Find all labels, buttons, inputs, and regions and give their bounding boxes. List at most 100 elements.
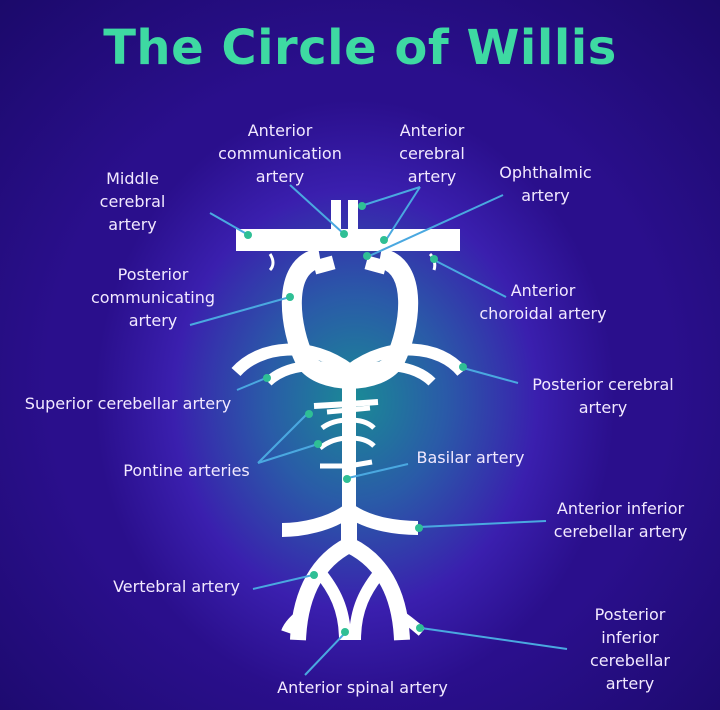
leader-vertebral bbox=[252, 574, 314, 590]
label-anterior-cerebral-artery: Anterior cerebral artery bbox=[382, 119, 482, 188]
label-line: Vertebral artery bbox=[113, 577, 240, 596]
label-line: artery bbox=[108, 215, 157, 234]
label-line: artery bbox=[128, 311, 178, 330]
label-ophthalmic-artery: Ophthalmic artery bbox=[488, 161, 603, 207]
aica-right bbox=[344, 504, 419, 535]
anterior-spinal-right bbox=[349, 566, 387, 641]
marker-aica bbox=[415, 524, 423, 532]
leader-lines bbox=[189, 184, 568, 676]
marker-anterior-cerebral-2 bbox=[380, 236, 388, 244]
leader-middle-cerebral bbox=[209, 212, 246, 234]
leader-anterior-choroidal bbox=[433, 259, 507, 298]
leader-pontine-1 bbox=[257, 412, 309, 464]
aica-left bbox=[281, 504, 354, 537]
label-line: choroidal artery bbox=[479, 304, 607, 323]
label-line: Anterior bbox=[247, 121, 313, 140]
superior-cerebellar-right bbox=[347, 361, 436, 386]
label-line: artery bbox=[255, 167, 305, 186]
marker-pica bbox=[416, 624, 424, 632]
leader-anterior-spinal bbox=[304, 632, 346, 676]
label-line: Superior cerebellar artery bbox=[24, 394, 232, 413]
label-pontine-arteries: Pontine arteries bbox=[114, 459, 259, 482]
leader-anterior-cerebral-2 bbox=[385, 186, 421, 241]
leader-anterior-communication bbox=[289, 184, 345, 235]
pontine-1 bbox=[313, 399, 379, 409]
pontine-3 bbox=[320, 417, 376, 431]
label-line: cerebral bbox=[399, 144, 465, 163]
label-anterior-spinal-artery: Anterior spinal artery bbox=[265, 676, 460, 699]
label-line: artery bbox=[578, 398, 628, 417]
leader-posterior-communicating bbox=[189, 296, 291, 326]
label-basilar-artery: Basilar artery bbox=[408, 446, 533, 469]
ica-right-stub bbox=[364, 255, 388, 275]
label-anterior-communication-artery: Anterior communication artery bbox=[205, 119, 355, 188]
label-superior-cerebellar-artery: Superior cerebellar artery bbox=[12, 392, 244, 415]
marker-middle-cerebral bbox=[244, 231, 252, 239]
label-vertebral-artery: Vertebral artery bbox=[104, 575, 249, 598]
label-line: cerebellar artery bbox=[553, 522, 688, 541]
label-line: Posterior bbox=[594, 605, 666, 624]
label-line: Ophthalmic bbox=[499, 163, 592, 182]
page-title: The Circle of Willis bbox=[103, 20, 617, 76]
marker-anterior-cerebral bbox=[358, 202, 366, 210]
marker-anterior-communication bbox=[340, 230, 348, 238]
superior-cerebellar-left bbox=[264, 361, 353, 386]
label-line: Anterior bbox=[399, 121, 465, 140]
label-line: artery bbox=[521, 186, 570, 205]
label-anterior-choroidal-artery: Anterior choroidal artery bbox=[468, 279, 618, 325]
leader-pica bbox=[420, 627, 568, 650]
label-line: artery bbox=[407, 167, 457, 186]
leader-anterior-cerebral-1 bbox=[363, 186, 421, 206]
leader-superior-cerebellar bbox=[236, 377, 267, 391]
marker-pontine-1 bbox=[305, 410, 313, 418]
leader-pontine-2 bbox=[257, 443, 319, 464]
label-posterior-communicating-artery: Posterior communicating artery bbox=[78, 263, 228, 332]
label-line: Posterior bbox=[117, 265, 189, 284]
pontine-2 bbox=[326, 405, 371, 415]
pontine-4 bbox=[318, 435, 376, 450]
anterior-cerebral-right-vessel bbox=[348, 200, 358, 236]
vertebral-right bbox=[345, 537, 410, 641]
leader-basilar bbox=[347, 463, 409, 479]
marker-posterior-cerebral bbox=[459, 363, 467, 371]
circle-ring-vessel bbox=[281, 248, 419, 389]
label-posterior-inferior-cerebellar-artery: Posterior inferior cerebellar artery bbox=[580, 603, 680, 695]
anterior-choroidal-left bbox=[268, 253, 275, 272]
label-line: Middle bbox=[106, 169, 159, 188]
marker-posterior-communicating bbox=[286, 293, 294, 301]
posterior-cerebral-left-upper bbox=[231, 343, 354, 377]
label-posterior-cerebral-artery: Posterior cerebral artery bbox=[518, 373, 688, 419]
pontine-5 bbox=[320, 459, 373, 469]
label-line: cerebellar bbox=[590, 651, 670, 670]
markers bbox=[244, 202, 467, 636]
label-line: communication bbox=[218, 144, 342, 163]
marker-ophthalmic bbox=[363, 252, 371, 260]
marker-pontine-2 bbox=[314, 440, 322, 448]
leader-posterior-cerebral bbox=[462, 367, 519, 384]
anterior-cerebral-left-vessel bbox=[331, 200, 341, 236]
marker-vertebral bbox=[310, 571, 318, 579]
leader-ophthalmic bbox=[366, 194, 504, 258]
label-line: artery bbox=[605, 674, 655, 693]
label-anterior-inferior-cerebellar-artery: Anterior inferior cerebellar artery bbox=[543, 497, 698, 543]
label-line: communicating bbox=[90, 288, 216, 307]
marker-anterior-spinal bbox=[341, 628, 349, 636]
ica-left-stub bbox=[312, 255, 336, 275]
marker-basilar bbox=[343, 475, 351, 483]
leader-aica bbox=[418, 520, 547, 528]
label-line: Anterior inferior bbox=[556, 499, 685, 518]
vessels bbox=[231, 200, 467, 641]
pica-left bbox=[281, 607, 307, 634]
marker-anterior-choroidal bbox=[430, 255, 438, 263]
label-middle-cerebral-artery: Middle cerebral artery bbox=[85, 167, 180, 236]
label-line: cerebral bbox=[99, 192, 166, 211]
label-line: Pontine arteries bbox=[123, 461, 250, 480]
label-line: Anterior spinal artery bbox=[277, 678, 448, 697]
label-line: inferior bbox=[601, 628, 659, 647]
label-line: Anterior bbox=[510, 281, 576, 300]
label-line: Posterior cerebral bbox=[532, 375, 674, 394]
posterior-cerebral-right-upper bbox=[346, 343, 467, 377]
marker-superior-cerebellar bbox=[263, 374, 271, 382]
label-line: Basilar artery bbox=[416, 448, 525, 467]
